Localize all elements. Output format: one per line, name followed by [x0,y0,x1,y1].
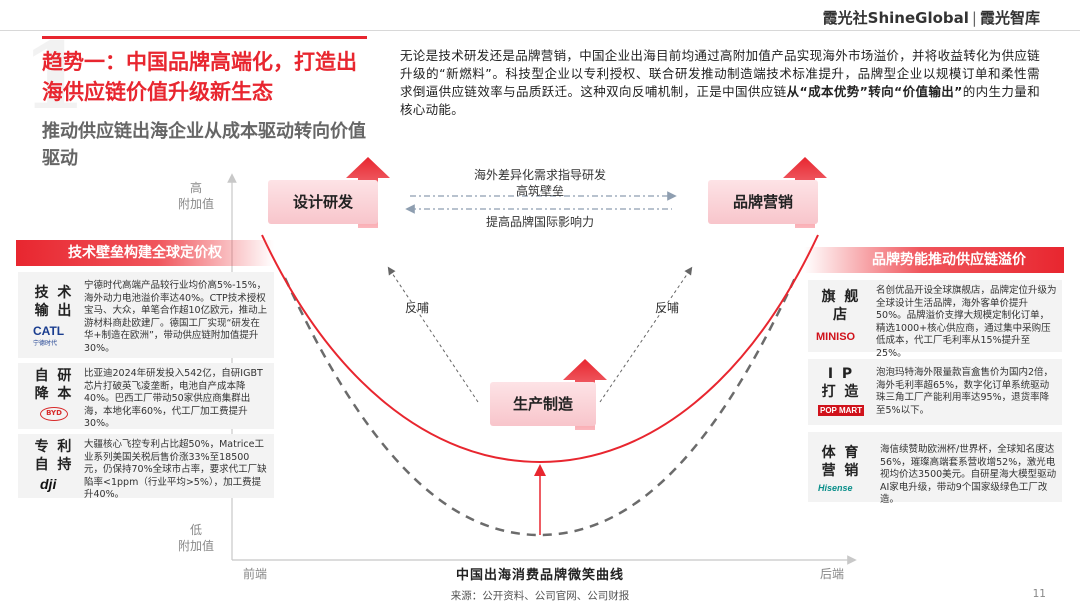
top-arrow-label-1: 海外差异化需求指导研发 高筑壁垒 [420,167,660,199]
y-low-sub: 附加值 [177,539,214,553]
right-card-1-desc: 名创优品开设全球旗舰店，品牌定位升级为全球设计生活品牌，海外客单价提升50%。品… [876,285,1057,359]
right-card-1-head: 旗 舰 店 [821,289,861,323]
byd-logo-text: BYD [46,409,62,417]
slide-subtitle: 推动供应链出海企业从成本驱动转向价值驱动 [42,121,366,169]
left-card-2-desc: 比亚迪2024年研发投入542亿，自研IGBT芯片打破英飞凌垄断，电池自产成本降… [84,368,263,429]
brand-separator: | [971,9,977,27]
feedback-label-left: 反哺 [405,301,430,315]
catl-logo-sub: 宁德时代 [33,341,58,347]
upgraded-smile-curve [261,234,819,464]
y-high: 高 [189,181,202,195]
intro-bold: 从“成本优势”转向“价值输出” [786,84,963,99]
right-card-hisense: 体 育 营 销 Hisense 海信续赞助欧洲杯/世界杯，全球知名度达56%，璀… [808,432,1062,505]
feedback-arrow-left [387,266,479,403]
top-arrow-label-2: 提高品牌国际影响力 [485,215,594,229]
left-card-3-head: 专 利 自 持 [34,439,74,473]
top-arrow-label-1b: 高筑壁垒 [515,184,564,198]
header-rule [0,30,1080,31]
brand-name: 霞光社ShineGlobal [822,9,969,27]
node-manufacturing: 生产制造 [490,382,596,426]
feedback-arrow-right [599,266,693,403]
right-card-3-desc: 海信续赞助欧洲杯/世界杯，全球知名度达56%，璀璨高端套系营收增52%，激光电视… [880,444,1057,505]
left-card-catl: 技 术 输 出 CATL 宁德时代 宁德时代高端产品较行业均价高5%-15%，海… [18,272,274,358]
source-note: 来源：公开资料、公司官网、公司财报 [450,590,630,602]
catl-logo: CATL 宁德时代 [33,324,64,347]
byd-logo: BYD [40,407,68,421]
y-high-sub: 附加值 [177,197,214,211]
trend-number-watermark: 1 [22,22,87,130]
right-card-3-head: 体 育 营 销 [821,445,861,479]
intro-text-2: 的内生力量和核心动能。 [400,84,1040,117]
brand-sub: 霞光智库 [979,9,1040,27]
dji-logo: dji [40,476,57,492]
right-card-popmart: I P 打 造 POP MART 泡泡玛特海外限量款盲盒售价为国内2倍，海外毛利… [808,359,1062,425]
right-card-2-desc: 泡泡玛特海外限量款盲盒售价为国内2倍，海外毛利率超65%，数字化订单系统驱动珠三… [876,367,1054,416]
left-card-dji: 专 利 自 持 dji 大疆核心飞控专利占比超50%，Matrice工业系列美国… [18,434,274,500]
feedback-label-right: 反哺 [655,301,680,315]
left-card-byd: 自 研 降 本 BYD 比亚迪2024年研发投入542亿，自研IGBT芯片打破英… [18,363,274,429]
right-section-banner: 品牌势能推动供应链溢价 [804,247,1064,273]
y-axis-low-label: 低 附加值 [170,522,222,554]
x-axis-front-label: 前端 [242,567,267,581]
slide-title: 趋势一：中国品牌高端化，打造出海供应链价值升级新生态 [42,50,357,104]
brand-logo: 霞光社ShineGlobal|霞光智库 [823,7,1040,28]
hisense-logo: Hisense [818,483,853,493]
right-card-miniso: 旗 舰 店 MINISO 名创优品开设全球旗舰店，品牌定位升级为全球设计生活品牌… [808,280,1062,359]
y-axis-high-label: 高 附加值 [170,180,222,212]
x-axis-back-label: 后端 [819,567,844,581]
right-card-2-head: I P 打 造 [821,366,861,400]
title-accent-bar [42,36,367,39]
left-card-3-desc: 大疆核心飞控专利占比超50%，Matrice工业系列美国关税后售价涨33%至18… [84,439,267,500]
left-card-1-head: 技 术 输 出 [34,285,74,319]
node-design-rd: 设计研发 [268,180,378,224]
baseline-smile-curve [283,277,797,537]
catl-logo-text: CATL [33,324,65,338]
top-arrow-label-1a: 海外差异化需求指导研发 [473,168,606,182]
node-brand-marketing: 品牌营销 [708,180,818,224]
left-card-2-head: 自 研 降 本 [34,368,74,402]
diagram-caption: 中国出海消费品牌微笑曲线 [455,568,624,583]
popmart-logo: POP MART [818,405,865,416]
intro-text-1: 无论是技术研发还是品牌营销，中国企业出海目前均通过高附加值产品实现海外市场溢价，… [400,48,1041,99]
miniso-logo: MINISO [816,331,856,343]
left-card-1-desc: 宁德时代高端产品较行业均价高5%-15%，海外动力电池溢价率达40%。CTP技术… [84,280,268,354]
left-section-banner: 技术壁垒构建全球定价权 [16,240,274,266]
y-low: 低 [189,523,202,537]
page-number: 11 [1032,588,1046,600]
intro-paragraph: 无论是技术研发还是品牌营销，中国企业出海目前均通过高附加值产品实现海外市场溢价，… [400,47,1040,119]
